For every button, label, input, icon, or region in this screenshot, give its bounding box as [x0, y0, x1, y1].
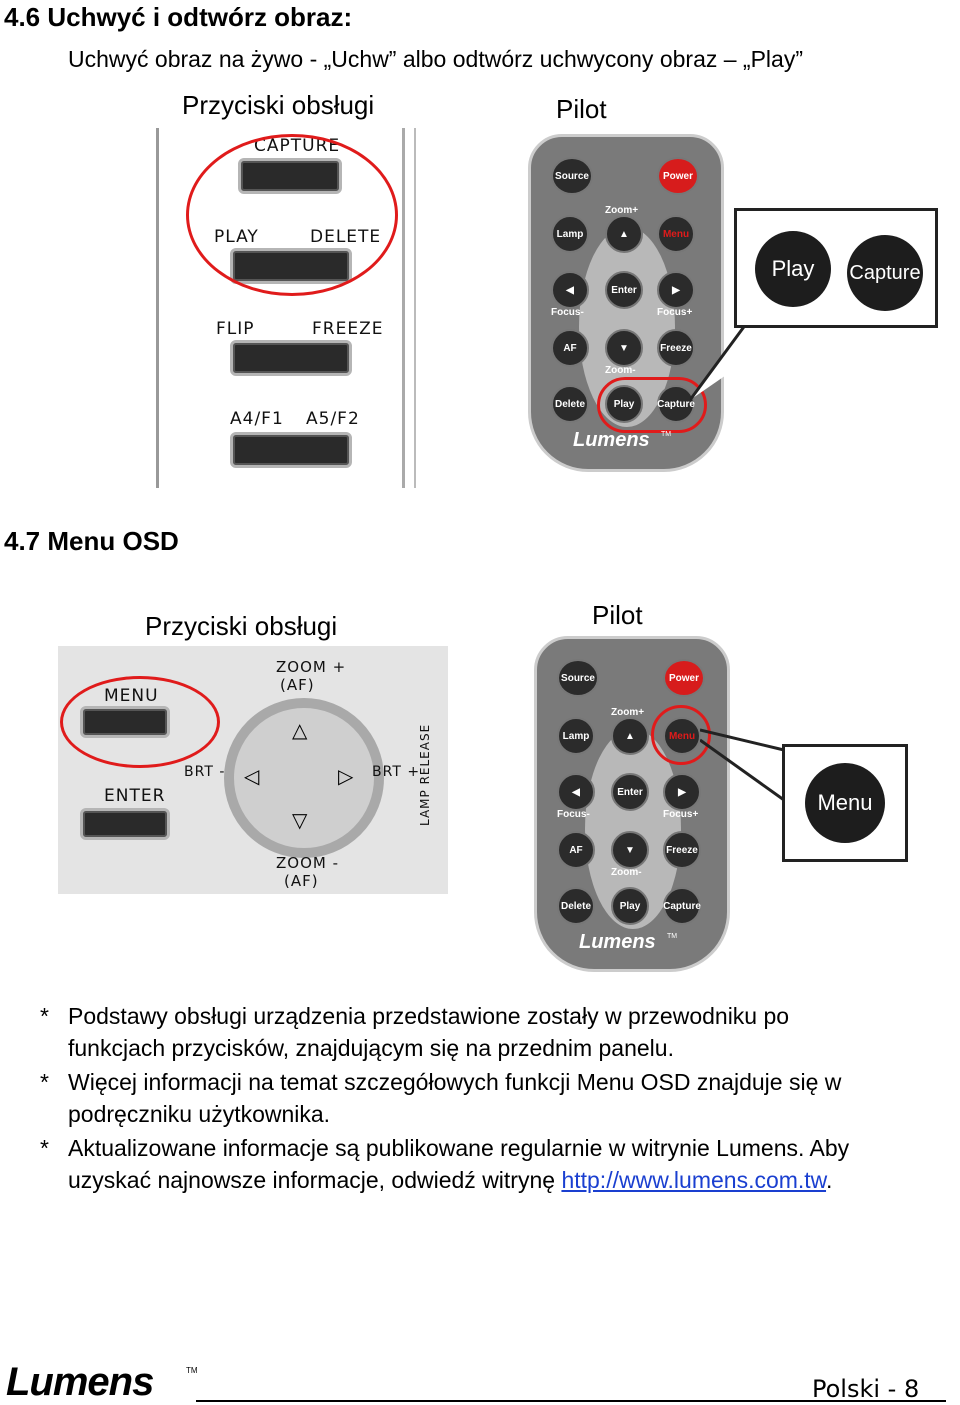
remote-power-button[interactable]: Power — [657, 157, 699, 195]
page-number: Polski - 8 — [812, 1375, 920, 1403]
section-heading-capture-play: 4.6 Uchwyć i odtwórz obraz: — [4, 2, 353, 32]
remote-af-button[interactable]: AF — [551, 329, 589, 367]
remote2-down-button[interactable]: ▼ — [611, 831, 649, 869]
caption-remote: Pilot — [556, 94, 607, 124]
remote-lamp-button[interactable]: Lamp — [551, 215, 589, 253]
remote-menu-button[interactable]: Menu — [657, 215, 695, 253]
remote-freeze-button[interactable]: Freeze — [657, 329, 695, 367]
remote-down-button[interactable]: ▼ — [605, 329, 643, 367]
highlight-menu-circle — [60, 676, 220, 768]
caption-control-buttons: Przyciski obsługi — [182, 90, 375, 120]
dpad-up-icon: △ — [292, 720, 308, 742]
popup-play-button: Play — [755, 231, 831, 307]
remote2-freeze-button[interactable]: Freeze — [663, 831, 701, 869]
remote2-enter-button[interactable]: Enter — [611, 773, 649, 811]
popup-menu-button: Menu — [805, 763, 885, 843]
remote-zoom-minus-label: Zoom- — [605, 365, 636, 376]
caption-remote-2: Pilot — [592, 600, 643, 630]
label-brt-minus: BRT - — [184, 764, 226, 780]
footer-rule — [196, 1400, 946, 1402]
popup-zoom-play-capture: Play Capture — [734, 208, 938, 328]
dpad-down-icon: ▽ — [292, 810, 308, 832]
note-text-prefix: uzyskać najnowsze informacje, odwiedź wi… — [68, 1167, 562, 1193]
note-bullet: * — [40, 1003, 49, 1029]
footer-tm: TM — [186, 1366, 198, 1375]
remote2-left-button[interactable]: ◀ — [557, 773, 595, 811]
label-a4-f1: A4/F1 — [230, 409, 284, 429]
remote2-focus-minus-label: Focus- — [557, 809, 590, 820]
notes-list: * Podstawy obsługi urządzenia przedstawi… — [40, 1000, 960, 1196]
remote-enter-button[interactable]: Enter — [605, 271, 643, 309]
note-text-line: Aktualizowane informacje są publikowane … — [68, 1135, 850, 1161]
remote2-play-button[interactable]: Play — [611, 887, 649, 925]
remote2-af-button[interactable]: AF — [557, 831, 595, 869]
remote2-focus-plus-label: Focus+ — [663, 809, 699, 820]
remote2-lamp-button[interactable]: Lamp — [557, 717, 595, 755]
label-zoom-minus: ZOOM - — [276, 854, 340, 872]
remote-up-button[interactable]: ▲ — [605, 215, 643, 253]
remote2-capture-button[interactable]: Capture — [663, 887, 701, 925]
remote2-power-button[interactable]: Power — [663, 659, 705, 697]
lumens-website-link[interactable]: http://www.lumens.com.tw — [561, 1167, 827, 1193]
control-panel-image-1: CAPTURE PLAY DELETE FLIP FREEZE A4/F1 A5… — [152, 128, 432, 493]
popup-capture-button: Capture — [847, 235, 923, 311]
footer-brand-logo: Lumens — [6, 1360, 154, 1404]
note-text-line: Więcej informacji na temat szczegółowych… — [68, 1069, 842, 1095]
remote2-delete-button[interactable]: Delete — [557, 887, 595, 925]
remote2-right-button[interactable]: ▶ — [663, 773, 701, 811]
note-item: * Aktualizowane informacje są publikowan… — [40, 1132, 960, 1196]
remote2-zoom-minus-label: Zoom- — [611, 867, 642, 878]
section-heading-menu-osd: 4.7 Menu OSD — [4, 526, 179, 556]
control-panel-image-2: MENU ENTER ZOOM + (AF) △ ▽ ◁ ▷ BRT - BRT… — [58, 646, 448, 894]
remote-image-1: Source Power Zoom+ Lamp ▲ Menu ◀ Enter ▶… — [528, 134, 724, 472]
section-subtitle: Uchwyć obraz na żywo - „Uchw” albo odtwó… — [68, 46, 803, 72]
highlight-circle — [186, 134, 398, 296]
remote2-tm: TM — [667, 933, 678, 940]
label-lamp-release: LAMP RELEASE — [418, 723, 432, 826]
note-text-suffix: . — [826, 1167, 833, 1193]
note-bullet: * — [40, 1135, 49, 1161]
label-freeze: FREEZE — [312, 319, 384, 339]
highlight-oval — [597, 377, 707, 433]
remote-delete-button[interactable]: Delete — [551, 385, 589, 423]
note-item: * Podstawy obsługi urządzenia przedstawi… — [40, 1000, 960, 1064]
remote-tm: TM — [661, 431, 672, 438]
label-af-bottom: (AF) — [284, 872, 319, 890]
remote-zoom-plus-label: Zoom+ — [605, 205, 639, 216]
remote-left-button[interactable]: ◀ — [551, 271, 589, 309]
label-zoom-plus: ZOOM + — [276, 658, 347, 676]
enter-button[interactable] — [80, 808, 170, 840]
remote-source-button[interactable]: Source — [551, 157, 593, 195]
remote-focus-minus-label: Focus- — [551, 307, 584, 318]
remote2-up-button[interactable]: ▲ — [611, 717, 649, 755]
highlight-menu-ring — [651, 705, 711, 765]
dpad-right-icon: ▷ — [338, 766, 354, 788]
remote-focus-plus-label: Focus+ — [657, 307, 693, 318]
label-enter: ENTER — [104, 786, 166, 806]
remote2-brand-logo: Lumens — [579, 931, 656, 953]
dpad-ring[interactable]: △ ▽ ◁ ▷ — [224, 698, 384, 858]
label-brt-plus: BRT + — [372, 764, 421, 780]
remote-right-button[interactable]: ▶ — [657, 271, 695, 309]
note-bullet: * — [40, 1069, 49, 1095]
dpad-left-icon: ◁ — [244, 766, 260, 788]
label-a5-f2: A5/F2 — [306, 409, 360, 429]
popup-menu: Menu — [782, 744, 908, 862]
a4-a5-button[interactable] — [230, 432, 352, 468]
label-af-top: (AF) — [280, 676, 315, 694]
label-flip: FLIP — [216, 319, 255, 339]
remote2-source-button[interactable]: Source — [557, 659, 599, 697]
note-item: * Więcej informacji na temat szczegółowy… — [40, 1066, 960, 1130]
note-text-line: podręczniku użytkownika. — [68, 1101, 331, 1127]
note-text-line: uzyskać najnowsze informacje, odwiedź wi… — [68, 1164, 960, 1196]
flip-freeze-button[interactable] — [230, 340, 352, 376]
remote-brand-logo: Lumens — [573, 429, 650, 451]
caption-control-buttons-2: Przyciski obsługi — [145, 611, 338, 641]
popup-pointer-2 — [700, 728, 785, 802]
note-text-line: Podstawy obsługi urządzenia przedstawion… — [68, 1003, 790, 1029]
note-text-line: funkcjach przycisków, znajdującym się na… — [68, 1035, 674, 1061]
remote2-zoom-plus-label: Zoom+ — [611, 707, 645, 718]
remote-image-2: Source Power Zoom+ Lamp ▲ Menu ◀ Enter ▶… — [534, 636, 730, 972]
